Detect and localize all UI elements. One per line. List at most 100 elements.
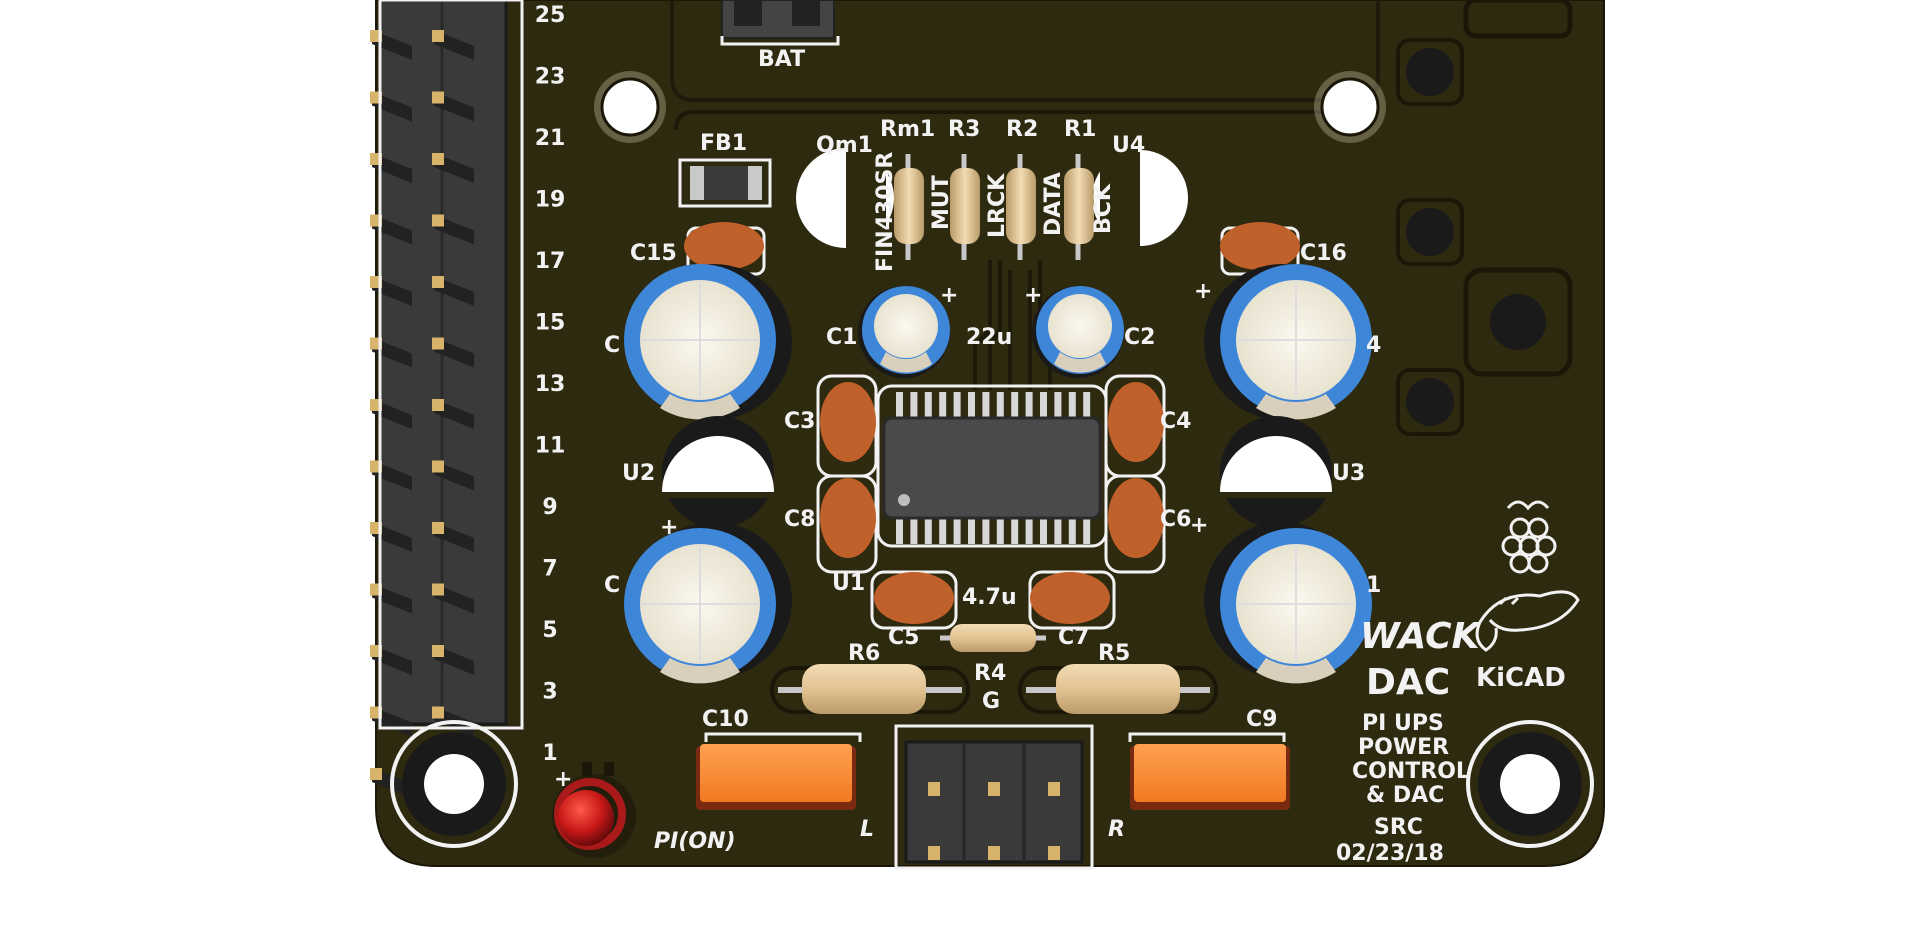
regulator-u2 xyxy=(662,416,774,528)
raspberry-pi-logo-icon xyxy=(1501,500,1557,574)
label-c-left-lower: C xyxy=(604,573,620,598)
electrolytic-cap-bottom-left xyxy=(624,522,792,684)
label-r2: R2 xyxy=(1006,117,1038,142)
ic-pin xyxy=(982,516,990,544)
label-c9: C9 xyxy=(1246,707,1277,732)
label-u3: U3 xyxy=(1332,461,1365,486)
pin-number-label: 23 xyxy=(535,65,566,90)
label-data: DATA xyxy=(1041,172,1066,236)
ic-pin xyxy=(896,392,903,420)
label-r3: R3 xyxy=(948,117,980,142)
ic-pin xyxy=(1054,392,1062,420)
label-u1: U1 xyxy=(832,571,865,596)
plus-c1: + xyxy=(940,283,958,308)
label-bck: BCK xyxy=(1091,183,1116,234)
label-c-right-upper: 4 xyxy=(1366,333,1381,358)
label-mut: MUT xyxy=(929,175,954,230)
label-g: G xyxy=(982,689,1000,714)
label-pi-on: PI(ON) xyxy=(654,829,736,854)
label-c-left-upper: C xyxy=(604,333,620,358)
label-c3: C3 xyxy=(784,409,815,434)
ic-pin xyxy=(1040,516,1047,544)
plus-c2: + xyxy=(1024,283,1042,308)
ic-pin xyxy=(924,392,932,420)
ic-pin xyxy=(1025,516,1033,544)
brand-line1: WACK xyxy=(1360,616,1483,657)
pin-number-label: 17 xyxy=(535,249,566,274)
label-r4: R4 xyxy=(974,661,1006,686)
pin-number-label: 3 xyxy=(542,680,557,705)
mounting-hole-bottom-right xyxy=(1466,720,1594,848)
header-pin-pad xyxy=(432,460,444,473)
label-bat: BAT xyxy=(758,47,805,72)
pin-number-label: 25 xyxy=(535,3,566,28)
output-header xyxy=(894,724,1094,870)
label-c10: C10 xyxy=(702,707,749,732)
header-pin-pad xyxy=(432,276,444,288)
ic-pin xyxy=(1054,516,1062,544)
footer-src: SRC xyxy=(1374,815,1423,840)
ic-pin xyxy=(953,392,961,420)
desc-line1: PI UPS xyxy=(1362,711,1444,736)
pin-number-label: 13 xyxy=(535,372,566,397)
plus-bottom-left: + xyxy=(660,515,678,540)
brand-line2: DAC xyxy=(1366,662,1450,703)
pin-number-label: 19 xyxy=(535,188,566,213)
pin-number-label: 15 xyxy=(535,311,566,336)
label-r5: R5 xyxy=(1098,641,1130,666)
capacitor-c9 xyxy=(1128,732,1290,810)
header-pin-pad xyxy=(432,153,444,165)
ceramic-cap-c5 xyxy=(870,570,958,630)
label-c4: C4 xyxy=(1160,409,1191,434)
label-u4: U4 xyxy=(1112,133,1145,158)
ic-pin xyxy=(1083,392,1091,420)
bat-connector xyxy=(720,0,840,46)
pin-number-label: 21 xyxy=(535,126,566,151)
pin-number-label: 1 xyxy=(542,741,557,766)
electrolytic-cap-c2 xyxy=(1032,286,1124,378)
label-qm1: Qm1 xyxy=(816,133,873,158)
led-pi-on xyxy=(552,762,636,858)
ferrite-bead-fb1 xyxy=(678,158,772,208)
ic-pin xyxy=(996,516,1004,544)
header-pin-pad xyxy=(432,399,444,411)
kicad-whale-logo-icon xyxy=(1475,590,1580,652)
header-outline xyxy=(378,0,524,730)
electrolytic-cap-bottom-right xyxy=(1204,522,1372,684)
electrolytic-cap-top-left xyxy=(624,264,792,420)
transistor-qm1 xyxy=(796,144,894,252)
mounting-hole-top-right xyxy=(1314,71,1386,143)
label-c1: C1 xyxy=(826,325,857,350)
ic-pin xyxy=(939,516,947,544)
pin-number-label: 9 xyxy=(542,495,557,520)
ic-pin xyxy=(996,392,1004,420)
label-r6: R6 xyxy=(848,641,880,666)
header-pin-pad xyxy=(432,645,444,657)
ic-pin xyxy=(1011,392,1019,420)
header-pin-pad xyxy=(432,337,444,350)
label-c2: C2 xyxy=(1124,325,1155,350)
ic-pin xyxy=(968,392,975,420)
label-22u: 22u xyxy=(966,325,1012,350)
pin-number-label: 5 xyxy=(542,618,557,643)
label-rm1: Rm1 xyxy=(880,117,935,142)
ic-pin xyxy=(982,392,990,420)
resistor-r4 xyxy=(940,624,1046,652)
ceramic-cap-c6 xyxy=(1104,474,1166,574)
resistor-rm1 xyxy=(894,154,924,260)
desc-line3: CONTROL xyxy=(1352,759,1470,784)
label-l: L xyxy=(860,817,874,842)
label-c5: C5 xyxy=(888,625,919,650)
label-u2: U2 xyxy=(622,461,655,486)
electrolytic-cap-c1 xyxy=(858,286,950,378)
electrolytic-cap-top-right xyxy=(1204,264,1372,420)
ic-pin xyxy=(1068,516,1076,544)
ic-pin xyxy=(1068,392,1076,420)
plus-c6: + xyxy=(1190,513,1208,538)
header-pin-pad xyxy=(432,91,444,104)
plus-top-right: + xyxy=(1194,279,1212,304)
pin-number-label: 7 xyxy=(542,557,557,582)
ic-pin xyxy=(968,516,975,544)
